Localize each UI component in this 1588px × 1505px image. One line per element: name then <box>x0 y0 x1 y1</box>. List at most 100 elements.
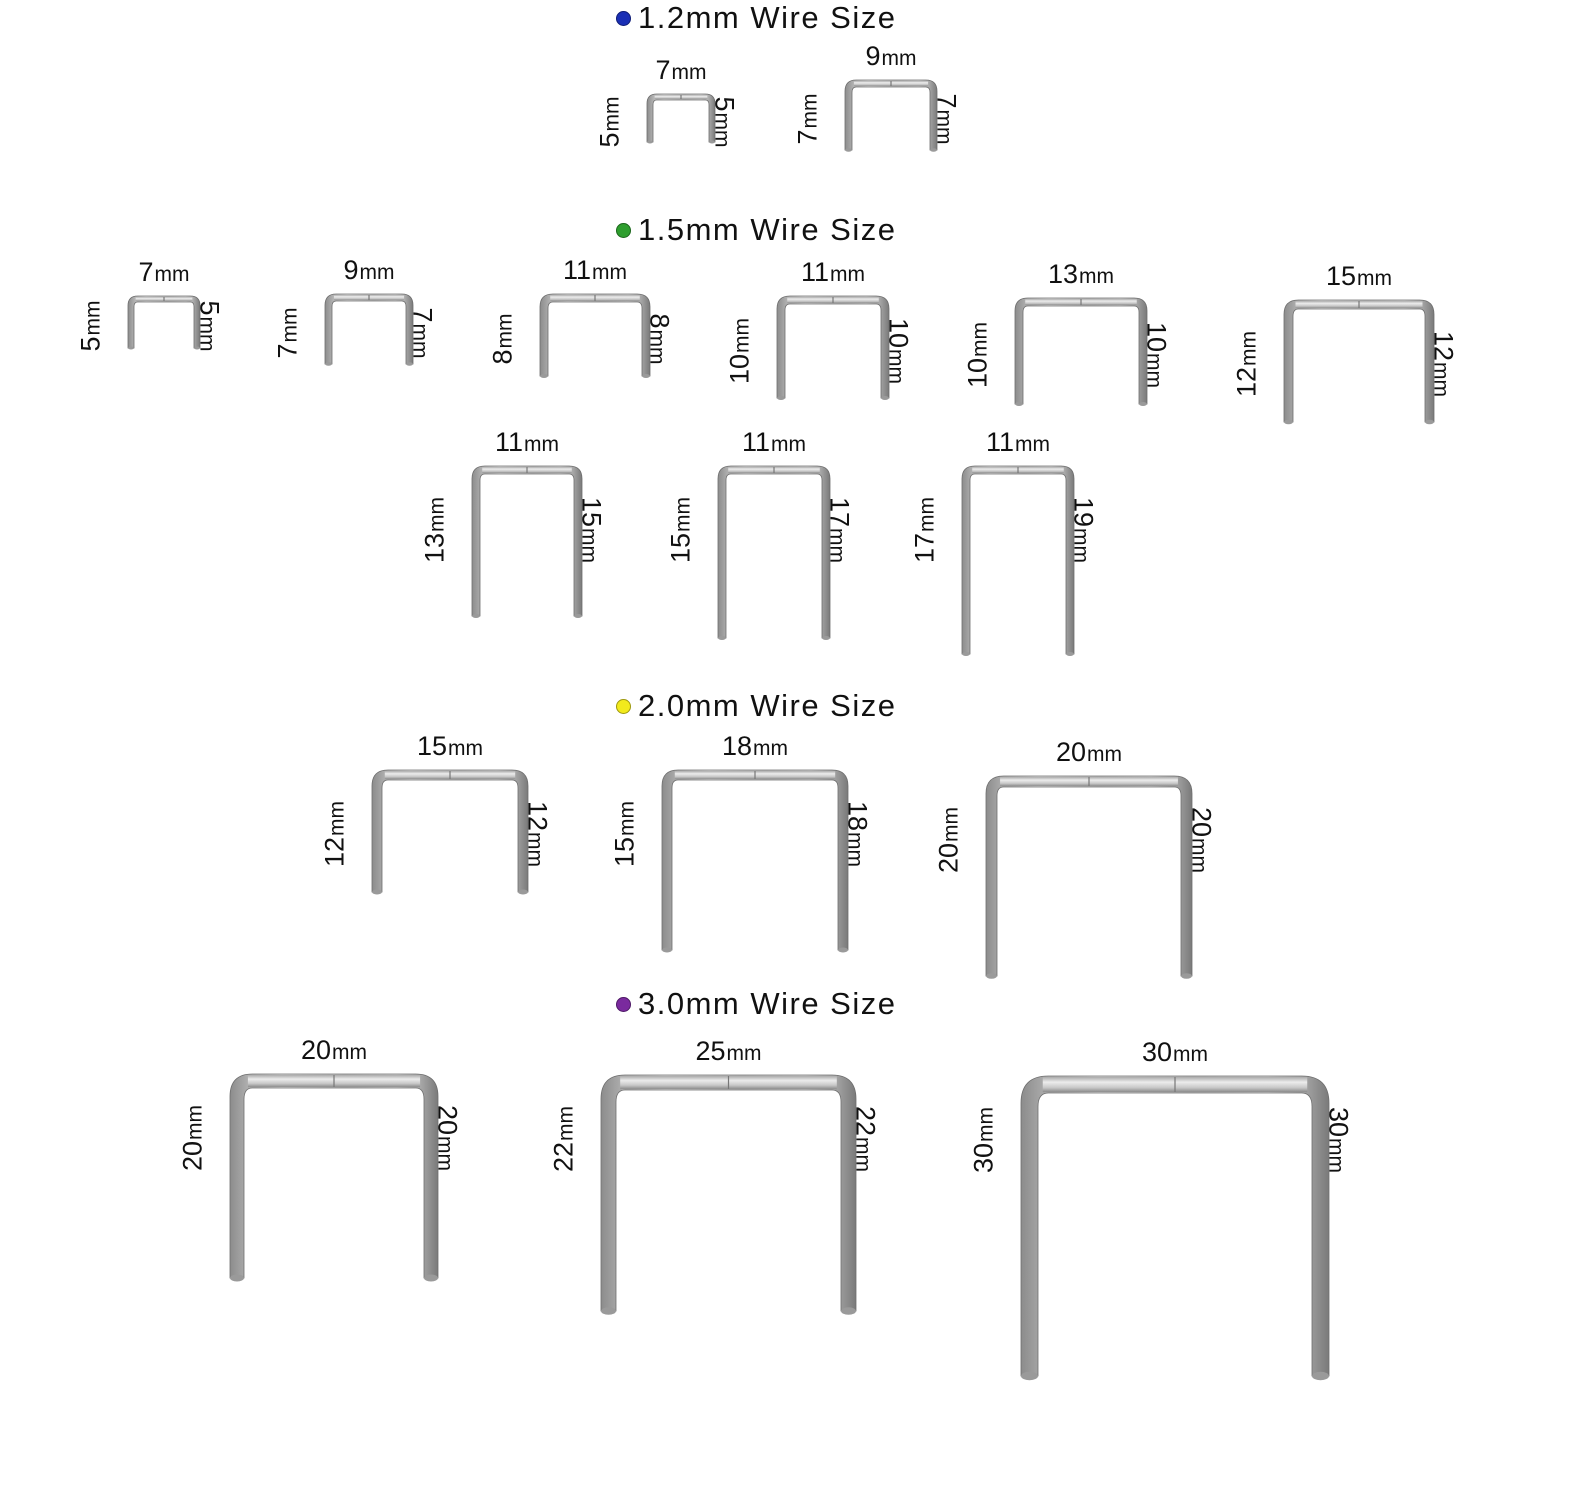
staple-right-leg-label-value: 7 <box>931 93 962 109</box>
staple-left-leg-label: 13mm <box>420 497 453 563</box>
staple-crown-width-label: 11mm <box>563 255 627 288</box>
staple-body <box>661 769 849 951</box>
staple-right-leg-label: 10mm <box>881 318 914 384</box>
staple-shape <box>776 295 890 400</box>
staple-right-leg-end <box>424 1274 438 1282</box>
staple-right-leg-label: 17mm <box>822 497 855 563</box>
staple-left-leg-label-value: 8 <box>487 349 518 365</box>
staple-body <box>229 1073 439 1279</box>
staple-crown-width-label-value: 15 <box>416 731 448 761</box>
staple-shape <box>539 293 651 378</box>
staple-crown-width-label: 11mm <box>495 427 559 460</box>
staple-left-leg-label-value: 7 <box>272 343 303 359</box>
staple-left-leg-label: 17mm <box>910 497 943 563</box>
staple-left-leg-label: 8mm <box>488 313 521 364</box>
staple-right-leg-label-unit: mm <box>851 1137 875 1173</box>
staple-left-leg-end <box>325 362 332 366</box>
staple-right-leg-label-value: 17 <box>824 496 855 528</box>
staple-right-leg-label-value: 20 <box>432 1104 463 1136</box>
staple-right-leg-label-unit: mm <box>1187 838 1211 874</box>
staple-crown-width-label: 15mm <box>417 731 483 764</box>
staple-shape <box>646 93 716 144</box>
staple-right-leg-label: 7mm <box>929 93 962 144</box>
staple-left-leg-label-value: 15 <box>609 836 640 868</box>
staple-left-leg-end <box>472 614 480 618</box>
staple-right-leg-label-value: 10 <box>1141 321 1172 353</box>
staple-body <box>600 1074 857 1312</box>
staple-shape <box>229 1073 439 1282</box>
staple-left-leg-label-unit: mm <box>968 321 992 357</box>
staple-crown-width-label: 13mm <box>1048 259 1114 292</box>
staple-crown-width-label: 18mm <box>722 731 788 764</box>
staple-right-leg-label-unit: mm <box>1142 353 1166 389</box>
wire-size-heading: 1.5mm Wire Size <box>616 212 896 248</box>
staple-crown-width-label-value: 13 <box>1047 259 1079 289</box>
staple-crown-width-label-value: 9 <box>343 255 359 285</box>
staple-right-leg-label: 12mm <box>520 801 553 867</box>
staple-crown-width-label: 7mm <box>655 55 706 88</box>
staple-left-leg-end <box>1021 1371 1038 1381</box>
staple-right-leg-end <box>930 148 937 152</box>
staple-shape <box>661 769 849 953</box>
staple-right-leg-end <box>574 614 582 618</box>
staple-crown-width-label-unit: mm <box>524 433 560 456</box>
staple-left-leg-label-value: 12 <box>319 836 350 868</box>
staple-left-leg-label-unit: mm <box>493 313 517 349</box>
staple-right-leg-label: 5mm <box>707 96 740 147</box>
wire-size-title: 3.0mm Wire Size <box>638 986 897 1021</box>
staple-left-leg-label-value: 30 <box>968 1142 999 1174</box>
staple-body <box>844 79 938 151</box>
staple-body <box>127 295 201 349</box>
staple-crown-width-label-value: 20 <box>1055 737 1087 767</box>
staple-crown-width-label-unit: mm <box>1015 433 1051 456</box>
staple-shape <box>717 465 831 640</box>
staple-left-leg-end <box>777 396 785 400</box>
wire-size-heading: 2.0mm Wire Size <box>616 688 896 724</box>
staple-left-leg-label: 20mm <box>178 1105 211 1171</box>
staple-left-leg-label-unit: mm <box>425 496 449 532</box>
staple-right-leg-label-value: 18 <box>842 800 873 832</box>
staple-left-leg-label: 5mm <box>76 300 109 351</box>
staple-right-leg-label-unit: mm <box>408 323 432 359</box>
staple-right-leg-label: 19mm <box>1066 497 1099 563</box>
staple-shape <box>471 465 583 618</box>
staple-left-leg-label-unit: mm <box>915 496 939 532</box>
staple-right-leg-label-unit: mm <box>645 329 669 365</box>
staple-right-leg-end <box>518 889 528 895</box>
staple-left-leg-label-value: 22 <box>548 1141 579 1173</box>
staple-crown-width-label: 11mm <box>742 427 806 460</box>
staple-shape <box>600 1074 857 1315</box>
staple-right-leg-end <box>822 636 830 640</box>
staple-left-leg-label-unit: mm <box>615 800 639 836</box>
staple-left-leg-end <box>647 140 653 144</box>
staple-right-leg-label-value: 22 <box>850 1105 881 1137</box>
staple-left-leg-label: 10mm <box>725 318 758 384</box>
staple-right-leg-end <box>1066 652 1074 656</box>
staple-right-leg-end <box>881 396 889 400</box>
staple-left-leg-label-unit: mm <box>798 93 822 129</box>
staple-left-leg-end <box>1284 419 1293 425</box>
staple-right-leg-label-value: 8 <box>644 313 675 329</box>
staple-right-leg-label-unit: mm <box>523 832 547 868</box>
staple-right-leg-label: 15mm <box>574 497 607 563</box>
staple-crown-width-label-unit: mm <box>1087 743 1123 766</box>
staple-right-leg-label-value: 20 <box>1186 806 1217 838</box>
staple-right-leg-label-value: 7 <box>407 307 438 323</box>
staple-crown-width-label-unit: mm <box>359 261 395 284</box>
staple-left-leg-label-unit: mm <box>325 800 349 836</box>
staple-right-leg-label-value: 5 <box>709 96 740 112</box>
staple-left-leg-label-value: 12 <box>1231 366 1262 398</box>
wire-size-color-dot <box>616 10 631 26</box>
staple-right-leg-label: 5mm <box>192 300 225 351</box>
staple-right-leg-label-value: 30 <box>1323 1106 1354 1138</box>
staple-body <box>776 295 890 399</box>
wire-size-color-dot <box>616 222 631 238</box>
staple-right-leg-label: 20mm <box>430 1105 463 1171</box>
staple-right-leg-label-value: 12 <box>522 800 553 832</box>
